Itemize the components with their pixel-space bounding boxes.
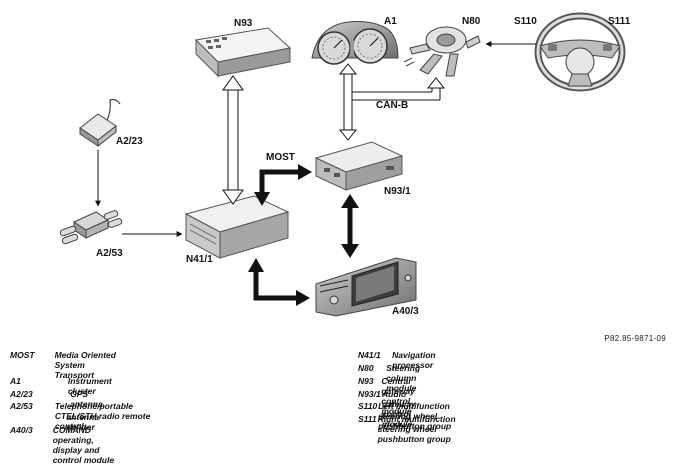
label-n80: N80 [462, 16, 481, 27]
label-n41-1: N41/1 [186, 254, 213, 265]
legend-item: A1 Instrument cluster [10, 376, 112, 396]
legend-item: N41/1 Navigation processor [358, 350, 436, 370]
legend-item: N93 Central gateway control module [358, 376, 415, 416]
connection-n93-1-a40 [341, 194, 359, 258]
connection-n41-a40 [248, 258, 310, 306]
legend-item: antenna splitter [66, 412, 100, 432]
steering-wheel-image [534, 12, 626, 92]
legend-item: MOST Media Oriented System Transport [10, 350, 116, 380]
label-most: MOST [266, 152, 295, 163]
legend-item: S111 Right multifunction steering wheel … [358, 414, 456, 444]
figure-reference: P82.85-9871-09 [604, 334, 666, 343]
legend-item: A2/53 Telephone/portable CTEL/STH radio … [10, 401, 151, 431]
system-diagram [59, 12, 626, 317]
legend-item: A40/3 COMAND operating, display and cont… [10, 425, 115, 465]
label-a2-53: A2/53 [96, 248, 123, 259]
label-n93-1: N93/1 [384, 186, 411, 197]
connection-n93-n41 [222, 75, 244, 205]
label-s111: S111 [608, 16, 631, 27]
gps-antenna-image [79, 98, 121, 148]
legend-item: A2/23 GPS antenna [10, 389, 103, 409]
label-a2-23: A2/23 [116, 136, 143, 147]
antenna-splitter-image [59, 210, 123, 245]
legend-item: N93/1 Audio gateway control module [358, 389, 416, 429]
n93-module-image [194, 27, 292, 78]
steering-column-module-image [403, 26, 481, 77]
can-b-connection [338, 63, 446, 141]
label-a40-3: A40/3 [392, 306, 419, 317]
label-s110: S110 [514, 16, 537, 27]
label-n93: N93 [234, 18, 253, 29]
legend-item: S110 Left multifunction steering wheel p… [358, 401, 452, 431]
navigation-processor-image [184, 195, 290, 259]
most-connection [254, 164, 312, 206]
legend-item: N80 Steering column module [358, 363, 421, 393]
instrument-cluster-image [311, 21, 399, 65]
comand-display-image [315, 257, 417, 317]
label-can-b: CAN-B [376, 100, 409, 111]
label-a1: A1 [384, 16, 397, 27]
audio-gateway-image [314, 141, 404, 191]
